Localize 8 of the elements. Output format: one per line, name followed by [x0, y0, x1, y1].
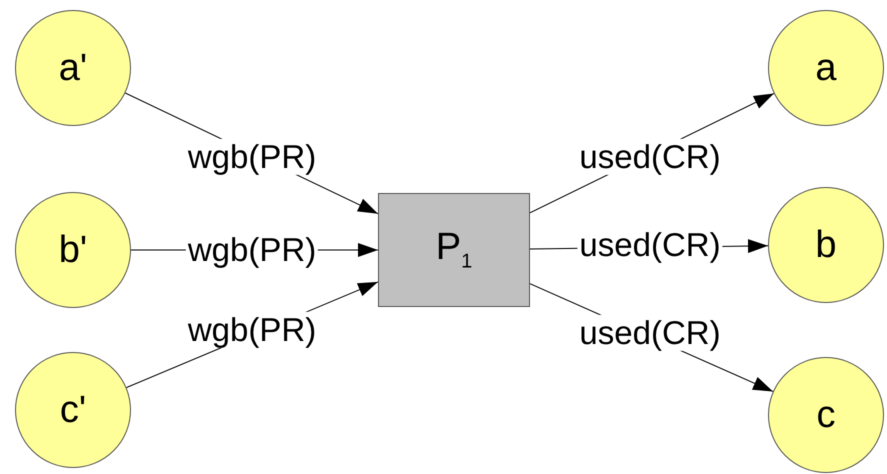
node-label: b' [58, 228, 88, 272]
node-label: a [815, 46, 837, 90]
process-box [378, 193, 530, 307]
node-label: b [815, 224, 837, 266]
node-label: a' [58, 46, 88, 90]
node-label: c' [60, 388, 86, 432]
node-label: c [816, 394, 836, 436]
node-label: P$_{1}$ [436, 226, 472, 274]
